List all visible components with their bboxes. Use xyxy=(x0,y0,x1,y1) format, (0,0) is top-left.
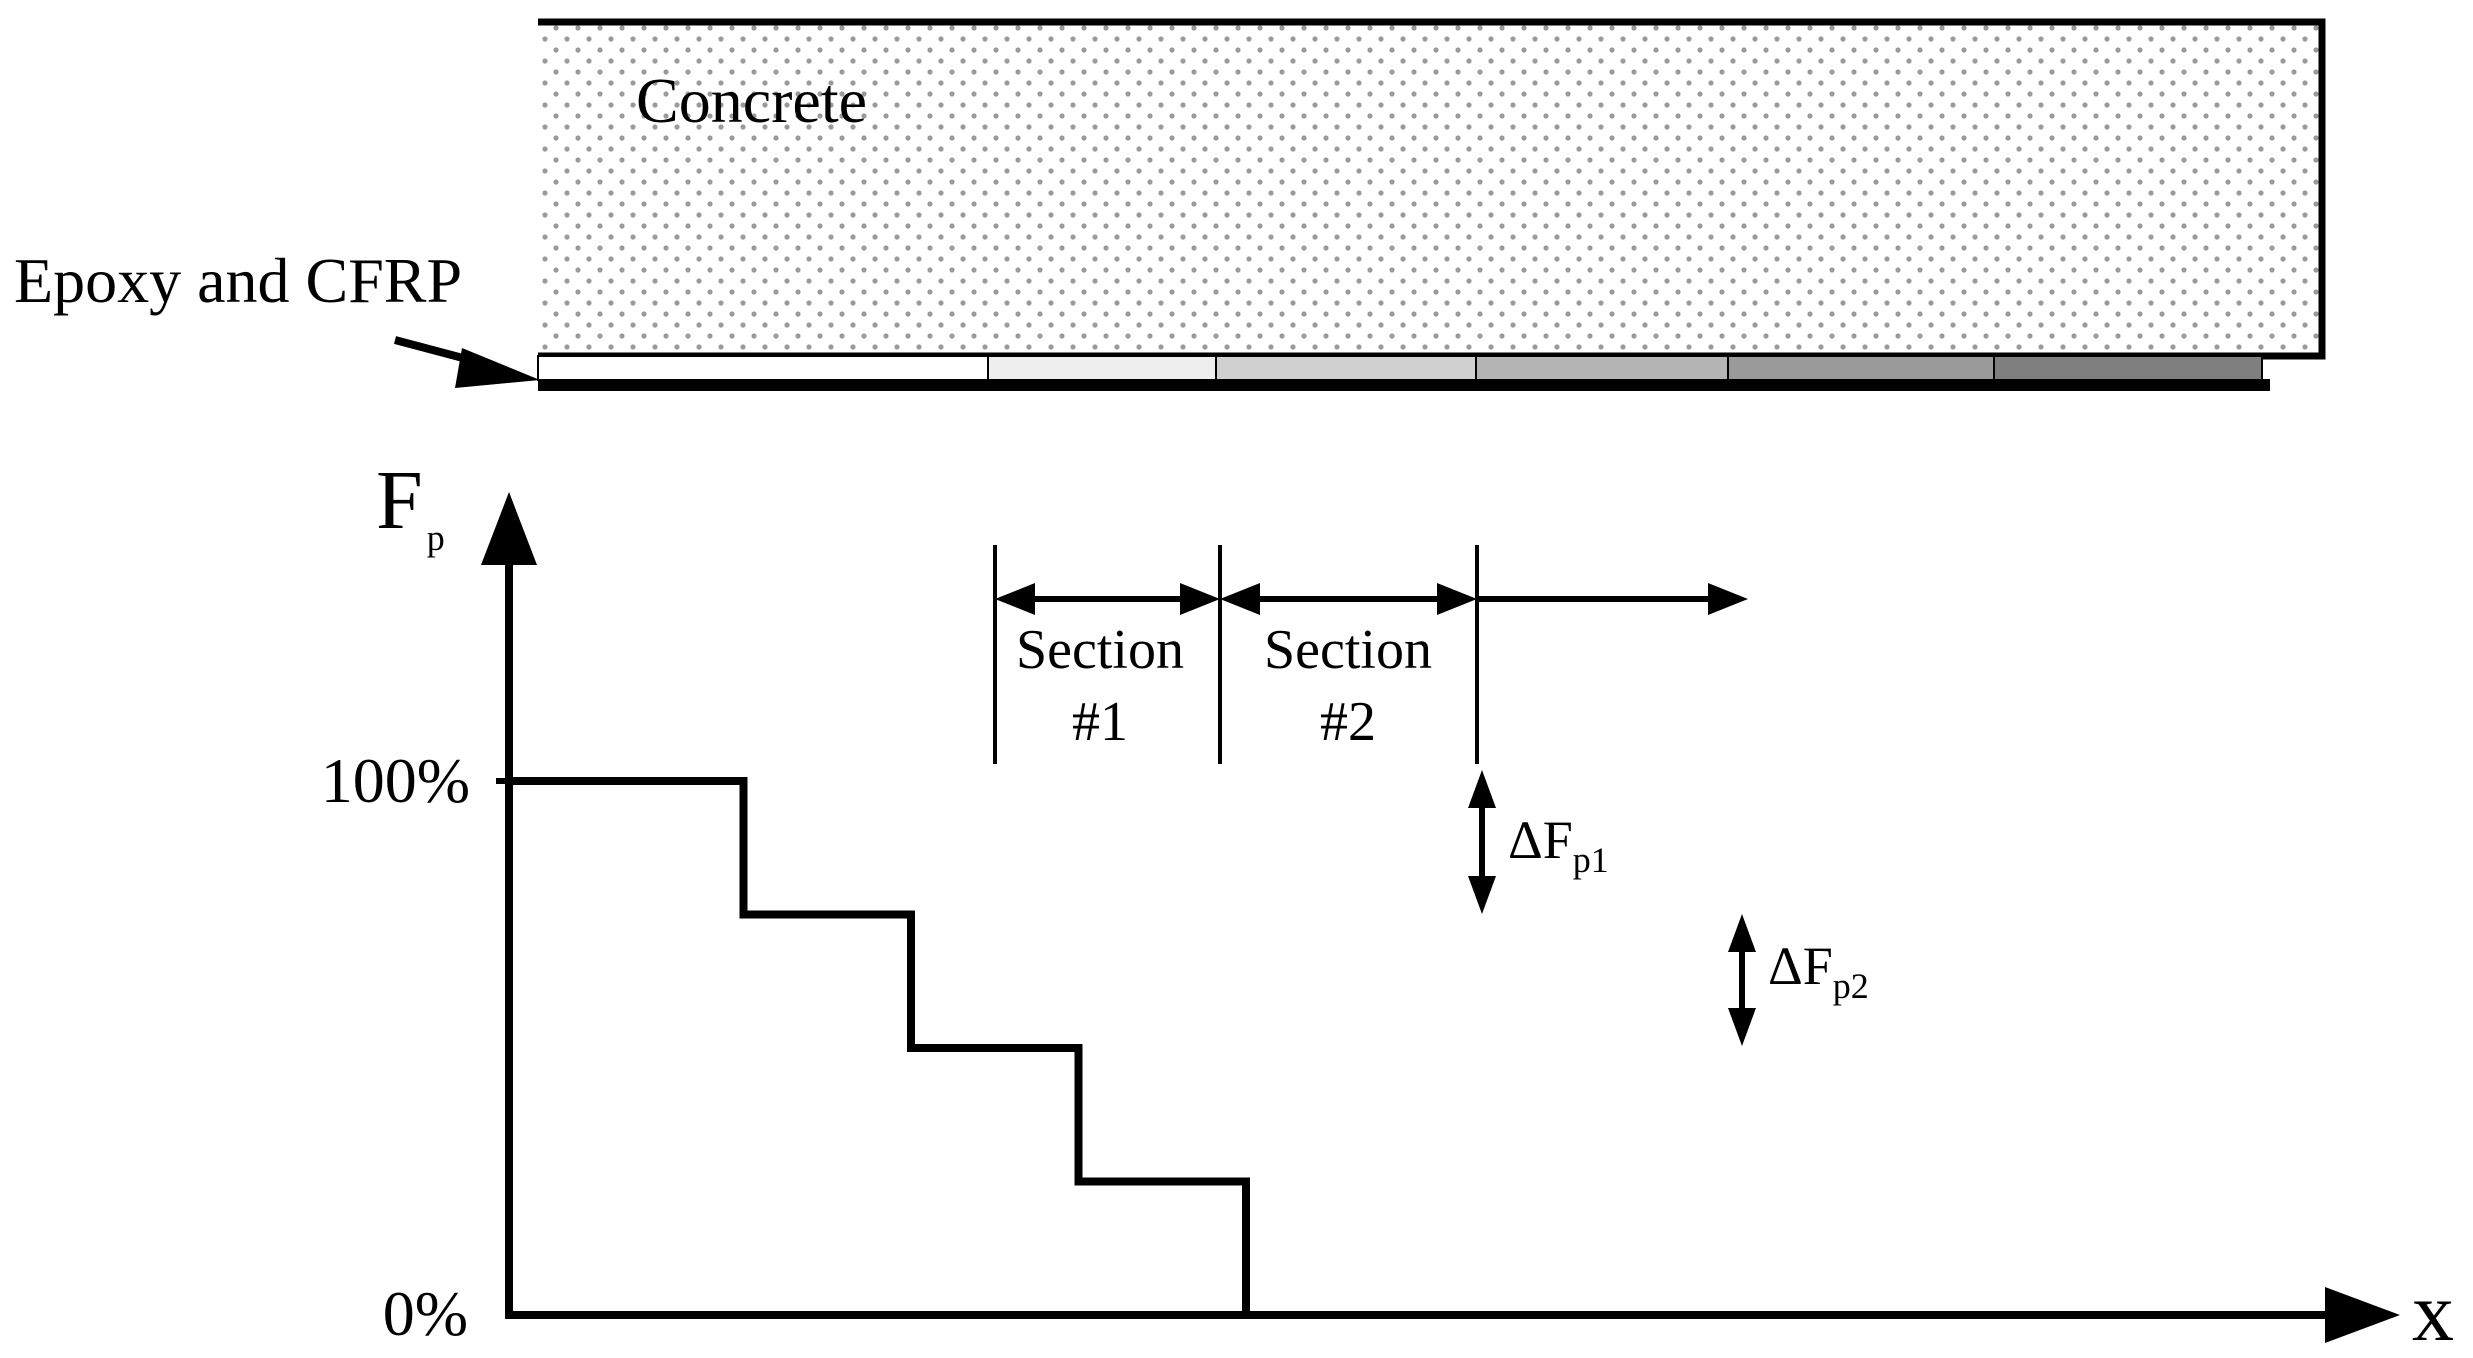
cfrp-segment xyxy=(1993,355,2263,381)
prestress-step-line-group xyxy=(509,777,1250,1315)
cfrp-segment xyxy=(1475,355,1729,381)
section-2-number: #2 xyxy=(1320,691,1376,753)
cfrp-strip: Epoxy and CFRP xyxy=(14,245,2270,391)
concrete-fill xyxy=(542,22,2320,355)
section-1-left-arrow-icon xyxy=(995,583,1035,615)
x-axis-arrow-icon xyxy=(2325,1287,2400,1343)
prestress-step-line xyxy=(509,777,1250,1315)
cfrp-segment xyxy=(1215,355,1477,381)
cfrp-gradient-segments xyxy=(537,355,2263,381)
delta-fp2-main: ΔF xyxy=(1768,936,1833,996)
delta-fp2-up-arrow-icon xyxy=(1728,914,1756,952)
cfrp-segment xyxy=(537,355,989,381)
concrete-beam: Concrete xyxy=(538,18,2326,360)
y-tick-label-0: 0% xyxy=(383,1278,468,1349)
section-2-label: Section xyxy=(1264,619,1432,681)
delta-fp2-sub: p2 xyxy=(1833,966,1869,1006)
section-2-left-arrow-icon xyxy=(1220,583,1260,615)
cfrp-segment xyxy=(987,355,1217,381)
y-axis-label-sub: p xyxy=(427,518,445,558)
delta-fp1-main: ΔF xyxy=(1508,810,1573,870)
next-section-arrow-icon xyxy=(1708,583,1748,615)
concrete-label: Concrete xyxy=(636,65,867,136)
cfrp-label: Epoxy and CFRP xyxy=(14,245,462,316)
delta-indicators: ΔFp1 ΔFp2 xyxy=(1468,770,1869,1046)
delta-fp1-sub: p1 xyxy=(1573,840,1609,880)
section-markers: Section #1 Section #2 xyxy=(993,545,1748,764)
y-axis-arrow-icon xyxy=(481,492,537,565)
delta-fp1-down-arrow-icon xyxy=(1468,876,1496,914)
section-1-right-arrow-icon xyxy=(1180,583,1220,615)
section-1-number: #1 xyxy=(1072,691,1128,753)
cfrp-segment xyxy=(1727,355,1995,381)
section-1-label: Section xyxy=(1016,619,1184,681)
delta-fp1-label: ΔFp1 xyxy=(1508,810,1609,880)
delta-fp2-down-arrow-icon xyxy=(1728,1008,1756,1046)
delta-fp2-label: ΔFp2 xyxy=(1768,936,1869,1006)
y-tick-label-100: 100% xyxy=(321,745,470,816)
y-axis-label-main: F xyxy=(376,454,423,547)
delta-fp1-up-arrow-icon xyxy=(1468,770,1496,808)
cfrp-pointer-arrowhead-icon xyxy=(455,348,540,388)
x-axis-label: x xyxy=(2412,1266,2454,1358)
section-2-right-arrow-icon xyxy=(1437,583,1477,615)
